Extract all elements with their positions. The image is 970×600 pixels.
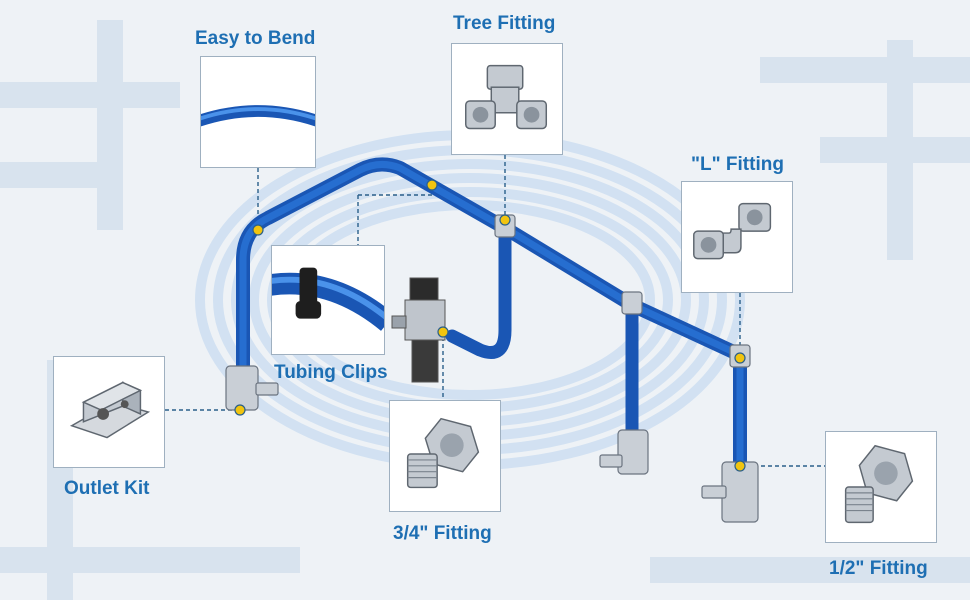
blue-tube-curve-icon <box>201 105 315 127</box>
l-fitting-panel <box>681 181 793 293</box>
three-quarter-fitting-panel <box>389 400 501 512</box>
tee-fitting-icon <box>465 64 548 130</box>
easy-to-bend-label: Easy to Bend <box>195 28 316 49</box>
blue-tubing <box>236 157 747 477</box>
threaded-adapter-icon <box>406 417 480 489</box>
tree-fitting-label: Tree Fitting <box>453 13 556 34</box>
threaded-adapter-icon <box>844 444 914 524</box>
tubing-clips-label: Tubing Clips <box>274 362 388 383</box>
easy-to-bend-panel <box>200 56 316 168</box>
elbow-fitting-icon <box>693 202 772 260</box>
half-inch-fitting-panel <box>825 431 937 543</box>
callout-dots <box>234 179 746 472</box>
three-quarter-fitting-label: 3/4" Fitting <box>393 523 492 544</box>
half-inch-fitting-label: 1/2" Fitting <box>829 558 928 579</box>
outlet-kit-panel <box>53 356 165 468</box>
outlet-block-icon <box>69 381 151 439</box>
outlet-kit-label: Outlet Kit <box>64 478 150 499</box>
tubing-clip-icon <box>272 267 384 331</box>
l-fitting-label: "L" Fitting <box>691 154 784 175</box>
filter-regulator <box>391 277 446 383</box>
tree-fitting-panel <box>451 43 563 155</box>
metal-fittings <box>225 214 759 523</box>
tubing-clips-panel <box>271 245 385 355</box>
